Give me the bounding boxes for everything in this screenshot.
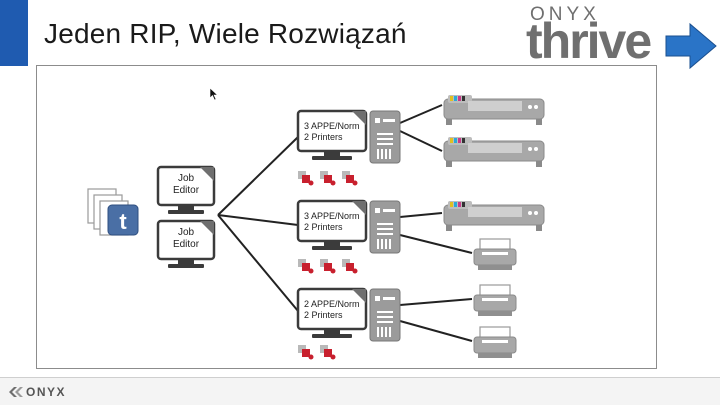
job-editor-2: Job Editor: [156, 219, 216, 270]
job-editor-1: Job Editor: [156, 165, 216, 216]
onyx-thrive-logo: ONYX thrive: [524, 2, 720, 74]
slide-title: Jeden RIP, Wiele Rozwiązań: [44, 18, 407, 49]
connection-lines: [217, 104, 473, 342]
desk-printer-2: [473, 284, 517, 317]
job-editor-2-line2: Editor: [173, 239, 200, 250]
workflow-diagram: t Job Editor Job Editor 3 APPE/Norm 2 Pr…: [87, 94, 545, 360]
footer-divider: [0, 377, 720, 378]
desk-printer-3: [473, 326, 517, 359]
onyx-mark-icon: [9, 387, 23, 397]
rip-server-2-line1: 3 APPE/Norm: [304, 211, 360, 221]
logo-onyx-text: ONYX: [530, 4, 600, 25]
wide-format-printer-3: [443, 200, 545, 232]
rip-server-3-line1: 2 APPE/Norm: [304, 299, 360, 309]
footer-bar: ONYX: [0, 378, 720, 405]
title-accent-bar: [0, 0, 28, 66]
job-editor-1-line1: Job: [178, 173, 195, 184]
document-stack-icon: t: [87, 188, 139, 236]
rip-server-1-line1: 3 APPE/Norm: [304, 121, 360, 131]
footer-brand: ONYX: [26, 385, 67, 399]
rip-server-3: 2 APPE/Norm 2 Printers: [296, 287, 401, 360]
rip-server-3-line2: 2 Printers: [304, 310, 343, 320]
mouse-cursor-icon: [209, 87, 219, 101]
desk-printer-1: [473, 238, 517, 271]
rip-server-2: 3 APPE/Norm 2 Printers: [296, 199, 401, 274]
svg-text:t: t: [119, 209, 127, 234]
rip-server-1-line2: 2 Printers: [304, 132, 343, 142]
job-editor-2-line1: Job: [178, 227, 195, 238]
logo-thrive-text: thrive: [526, 13, 652, 69]
rip-server-1: 3 APPE/Norm 2 Printers: [296, 109, 401, 186]
arrow-right-icon: [665, 22, 717, 70]
rip-server-2-line2: 2 Printers: [304, 222, 343, 232]
wide-format-printer-1: [443, 94, 545, 126]
wide-format-printer-2: [443, 136, 545, 168]
job-editor-1-line2: Editor: [173, 185, 200, 196]
